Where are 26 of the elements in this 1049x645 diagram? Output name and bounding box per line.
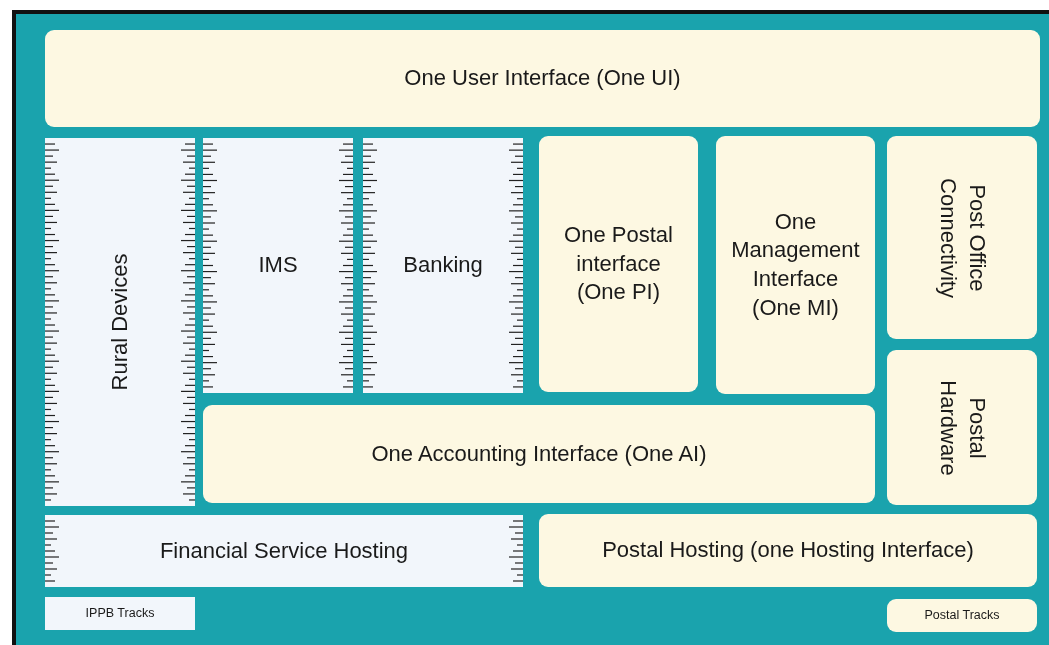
box-label: Postal Hardware xyxy=(935,378,991,478)
rounded-box xyxy=(716,136,875,394)
box-label: IMS xyxy=(258,251,298,280)
rounded-box xyxy=(539,136,698,392)
box-label: Postal Tracks xyxy=(924,607,1000,624)
jagged-box xyxy=(203,138,353,393)
box-label: Financial Service Hosting xyxy=(159,536,409,565)
box-label: Post Office Connectivity xyxy=(935,176,991,300)
box-label: Postal Hosting (one Hosting Interface) xyxy=(602,536,974,565)
box-label: One Accounting Interface (One AI) xyxy=(371,439,707,468)
box-label: One Management Interface (One MI) xyxy=(730,207,861,322)
box-label: One User Interface (One UI) xyxy=(404,64,681,93)
rounded-box xyxy=(539,514,1037,587)
box-label: Rural Devices xyxy=(105,252,133,393)
rounded-box xyxy=(203,405,875,503)
tag-box xyxy=(45,597,195,630)
box-label: IPPB Tracks xyxy=(85,605,155,622)
tag-box xyxy=(887,599,1037,632)
box-label: One Postal interface (One PI) xyxy=(563,221,674,307)
jagged-box xyxy=(363,138,523,393)
rounded-box xyxy=(887,136,1037,339)
rounded-box xyxy=(45,30,1040,127)
jagged-box xyxy=(45,138,195,506)
box-label: Banking xyxy=(403,251,483,280)
jagged-box xyxy=(45,515,523,587)
rounded-box xyxy=(887,350,1037,505)
